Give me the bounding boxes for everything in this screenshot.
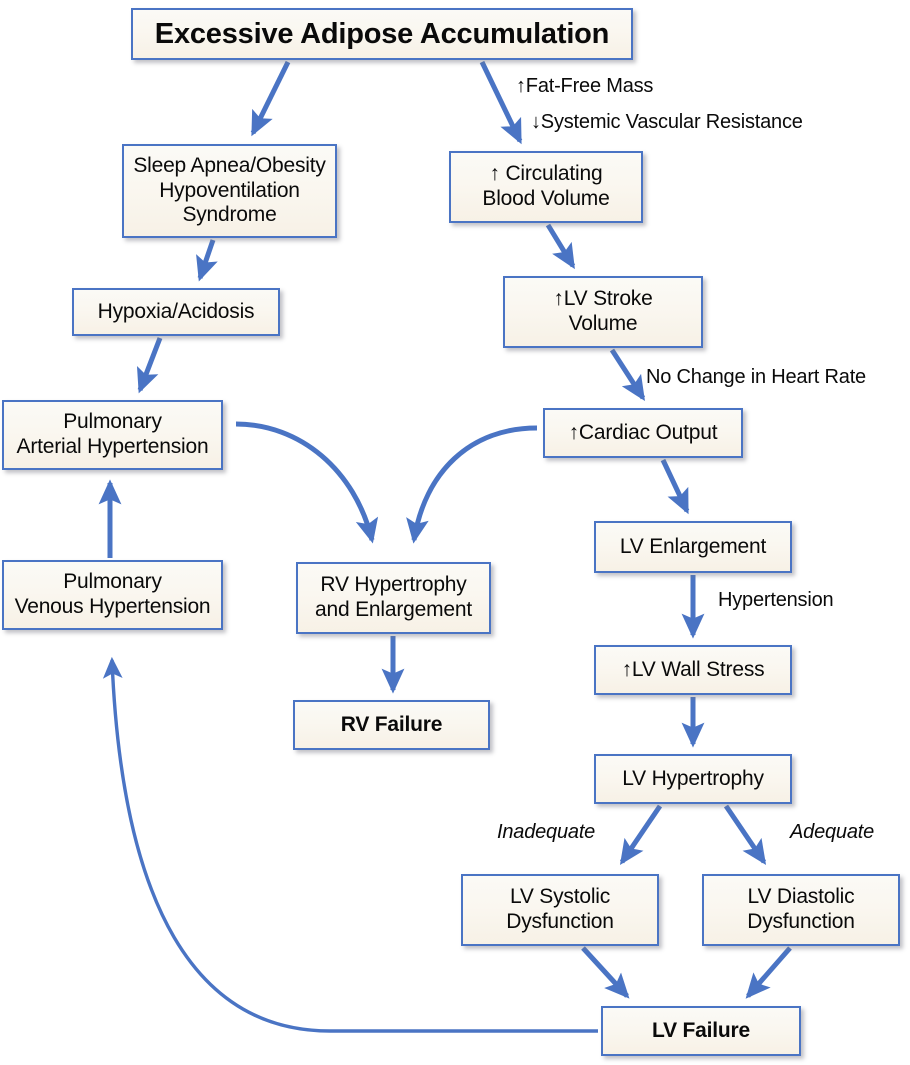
edge-adipose-to-sleep-apnea	[250, 60, 291, 137]
node-increased-cardiac-output[interactable]: ↑Cardiac Output	[543, 408, 743, 458]
node-lv-failure[interactable]: LV Failure	[601, 1006, 801, 1056]
node-label: Pulmonary Arterial Hypertension	[16, 410, 209, 458]
node-label: ↑Cardiac Output	[568, 420, 718, 444]
node-label: LV Failure	[652, 1018, 750, 1042]
node-label: ↑LV Stroke Volume	[553, 287, 653, 335]
node-increased-lv-stroke-volume[interactable]: ↑LV Stroke Volume	[503, 276, 703, 348]
edge-lv-diastolic-to-lv-failure	[745, 946, 792, 999]
node-label: RV Hypertrophy and Enlargement	[315, 573, 472, 621]
node-increased-circulating-blood-volume[interactable]: ↑ Circulating Blood Volume	[449, 151, 643, 223]
node-label: Hypoxia/Acidosis	[97, 299, 255, 323]
node-rv-failure[interactable]: RV Failure	[293, 700, 490, 750]
node-label: LV Systolic Dysfunction	[506, 885, 614, 933]
node-lv-hypertrophy[interactable]: LV Hypertrophy	[594, 754, 792, 804]
edge-lv-hypertrophy-to-lv-diastolic	[723, 804, 767, 866]
edge-hypoxia-to-pah	[136, 337, 163, 394]
node-sleep-apnea-obesity-hypoventilation-syndrome[interactable]: Sleep Apnea/Obesity Hypoventilation Synd…	[122, 144, 337, 238]
edge-cardiac-output-to-rv-hypertrophy	[406, 425, 538, 544]
edge-label-adequate: Adequate	[790, 821, 875, 843]
node-hypoxia-acidosis[interactable]: Hypoxia/Acidosis	[72, 288, 280, 336]
node-label: LV Hypertrophy	[622, 766, 764, 790]
edge-lv-systolic-to-lv-failure	[581, 946, 630, 999]
edge-lv-stroke-to-cardiac-output	[609, 348, 646, 402]
edge-label-fat-free-mass: ↑Fat-Free Mass	[516, 75, 654, 97]
node-pulmonary-venous-hypertension[interactable]: Pulmonary Venous Hypertension	[2, 560, 223, 630]
edge-cardiac-output-to-lv-enlargement	[660, 458, 690, 515]
edge-label-inadequate: Inadequate	[497, 821, 596, 843]
node-label: Sleep Apnea/Obesity Hypoventilation Synd…	[133, 153, 326, 227]
edge-label-systemic-vascular-resistance: ↓Systemic Vascular Resistance	[531, 111, 803, 133]
edge-label-hypertension: Hypertension	[718, 589, 834, 611]
node-excessive-adipose-accumulation[interactable]: Excessive Adipose Accumulation	[131, 8, 633, 60]
node-lv-diastolic-dysfunction[interactable]: LV Diastolic Dysfunction	[702, 874, 900, 946]
node-label: Excessive Adipose Accumulation	[154, 17, 610, 50]
node-label: LV Enlargement	[619, 534, 767, 558]
edge-lv-failure-to-pvh-feedback	[102, 656, 598, 1033]
edge-label-no-change-in-heart-rate: No Change in Heart Rate	[646, 366, 866, 388]
node-label: Pulmonary Venous Hypertension	[14, 570, 211, 618]
node-label: RV Failure	[340, 712, 443, 736]
edge-sleep-apnea-to-hypoxia	[196, 239, 218, 282]
node-increased-lv-wall-stress[interactable]: ↑LV Wall Stress	[594, 645, 792, 695]
node-rv-hypertrophy-and-enlargement[interactable]: RV Hypertrophy and Enlargement	[296, 562, 491, 634]
node-pulmonary-arterial-hypertension[interactable]: Pulmonary Arterial Hypertension	[2, 400, 223, 470]
node-lv-enlargement[interactable]: LV Enlargement	[594, 521, 792, 573]
node-label: LV Diastolic Dysfunction	[747, 885, 855, 933]
edge-adipose-to-circulating-blood	[479, 60, 523, 145]
node-label: ↑ Circulating Blood Volume	[482, 162, 610, 210]
edge-pah-to-rv-hypertrophy	[235, 421, 379, 544]
node-label: ↑LV Wall Stress	[621, 657, 765, 681]
node-lv-systolic-dysfunction[interactable]: LV Systolic Dysfunction	[461, 874, 659, 946]
edge-lv-hypertrophy-to-lv-systolic	[619, 804, 663, 866]
edge-circulating-blood-to-lv-stroke	[545, 223, 576, 270]
